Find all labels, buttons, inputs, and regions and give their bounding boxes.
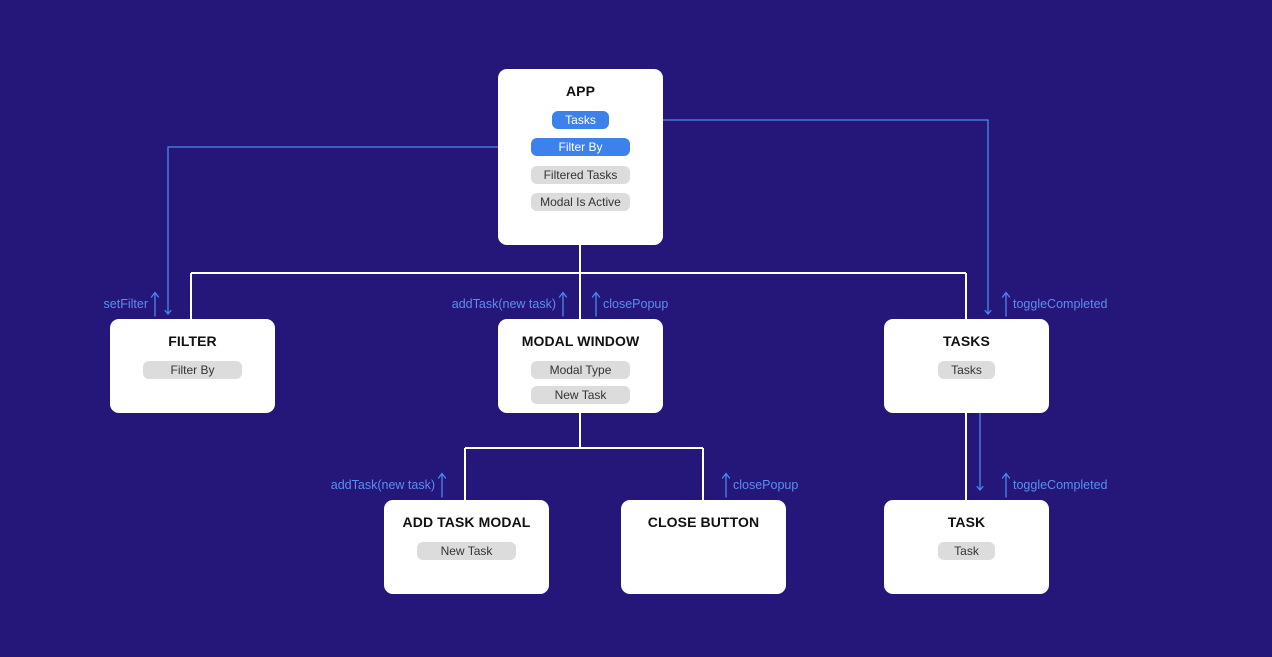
filter-prop-filter-by: Filter By (143, 361, 242, 379)
close-popup-modal-window-arrow (591, 291, 601, 317)
tasks-prop-tasks: Tasks (938, 361, 995, 379)
add-task-add-modal-arrow (437, 472, 447, 498)
add-task-modal-prop-new-task: New Task (417, 542, 516, 560)
toggle-completed-task-label: toggleCompleted (1013, 478, 1108, 492)
filter-node: FILTER Filter By (110, 319, 275, 413)
app-to-children-connector (190, 245, 967, 319)
add-task-modal-node: ADD TASK MODAL New Task (384, 500, 549, 594)
modal-window-prop-new-task: New Task (531, 386, 630, 404)
app-state-modal-is-active: Modal Is Active (531, 193, 630, 211)
tasks-node: TASKS Tasks (884, 319, 1049, 413)
filter-by-flow-line (164, 146, 531, 316)
task-title: TASK (947, 514, 986, 530)
close-popup-close-button-arrow (721, 472, 731, 498)
tasks-flow-line (609, 119, 992, 316)
modal-window-prop-modal-type: Modal Type (531, 361, 630, 379)
task-node: TASK Task (884, 500, 1049, 594)
tasks-title: TASKS (943, 333, 990, 349)
toggle-completed-task-arrow (1001, 472, 1011, 498)
add-task-modal-window-label: addTask(new task) (451, 297, 556, 311)
toggle-completed-tasks-arrow (1001, 291, 1011, 317)
task-prop-task: Task (938, 542, 995, 560)
add-task-add-modal-label: addTask(new task) (330, 478, 435, 492)
modal-to-children-connector (464, 413, 704, 500)
close-button-node: CLOSE BUTTON (621, 500, 786, 594)
app-node: APP Tasks Filter By Filtered Tasks Modal… (498, 69, 663, 245)
app-state-filtered-tasks: Filtered Tasks (531, 166, 630, 184)
close-button-title: CLOSE BUTTON (647, 514, 760, 530)
callback-arrows (150, 291, 1011, 498)
close-popup-modal-window-label: closePopup (603, 297, 669, 311)
set-filter-arrow (150, 291, 160, 317)
filter-title: FILTER (168, 333, 217, 349)
app-state-filter-by: Filter By (531, 138, 630, 156)
close-popup-close-button-label: closePopup (733, 478, 799, 492)
toggle-completed-tasks-label: toggleCompleted (1013, 297, 1108, 311)
modal-window-node: MODAL WINDOW Modal Type New Task (498, 319, 663, 413)
set-filter-label: setFilter (103, 297, 148, 311)
add-task-modal-title: ADD TASK MODAL (402, 514, 531, 530)
app-state-tasks: Tasks (552, 111, 609, 129)
app-title: APP (565, 83, 596, 99)
modal-window-title: MODAL WINDOW (521, 333, 640, 349)
add-task-modal-window-arrow (558, 291, 568, 317)
tree-connectors (190, 245, 967, 500)
